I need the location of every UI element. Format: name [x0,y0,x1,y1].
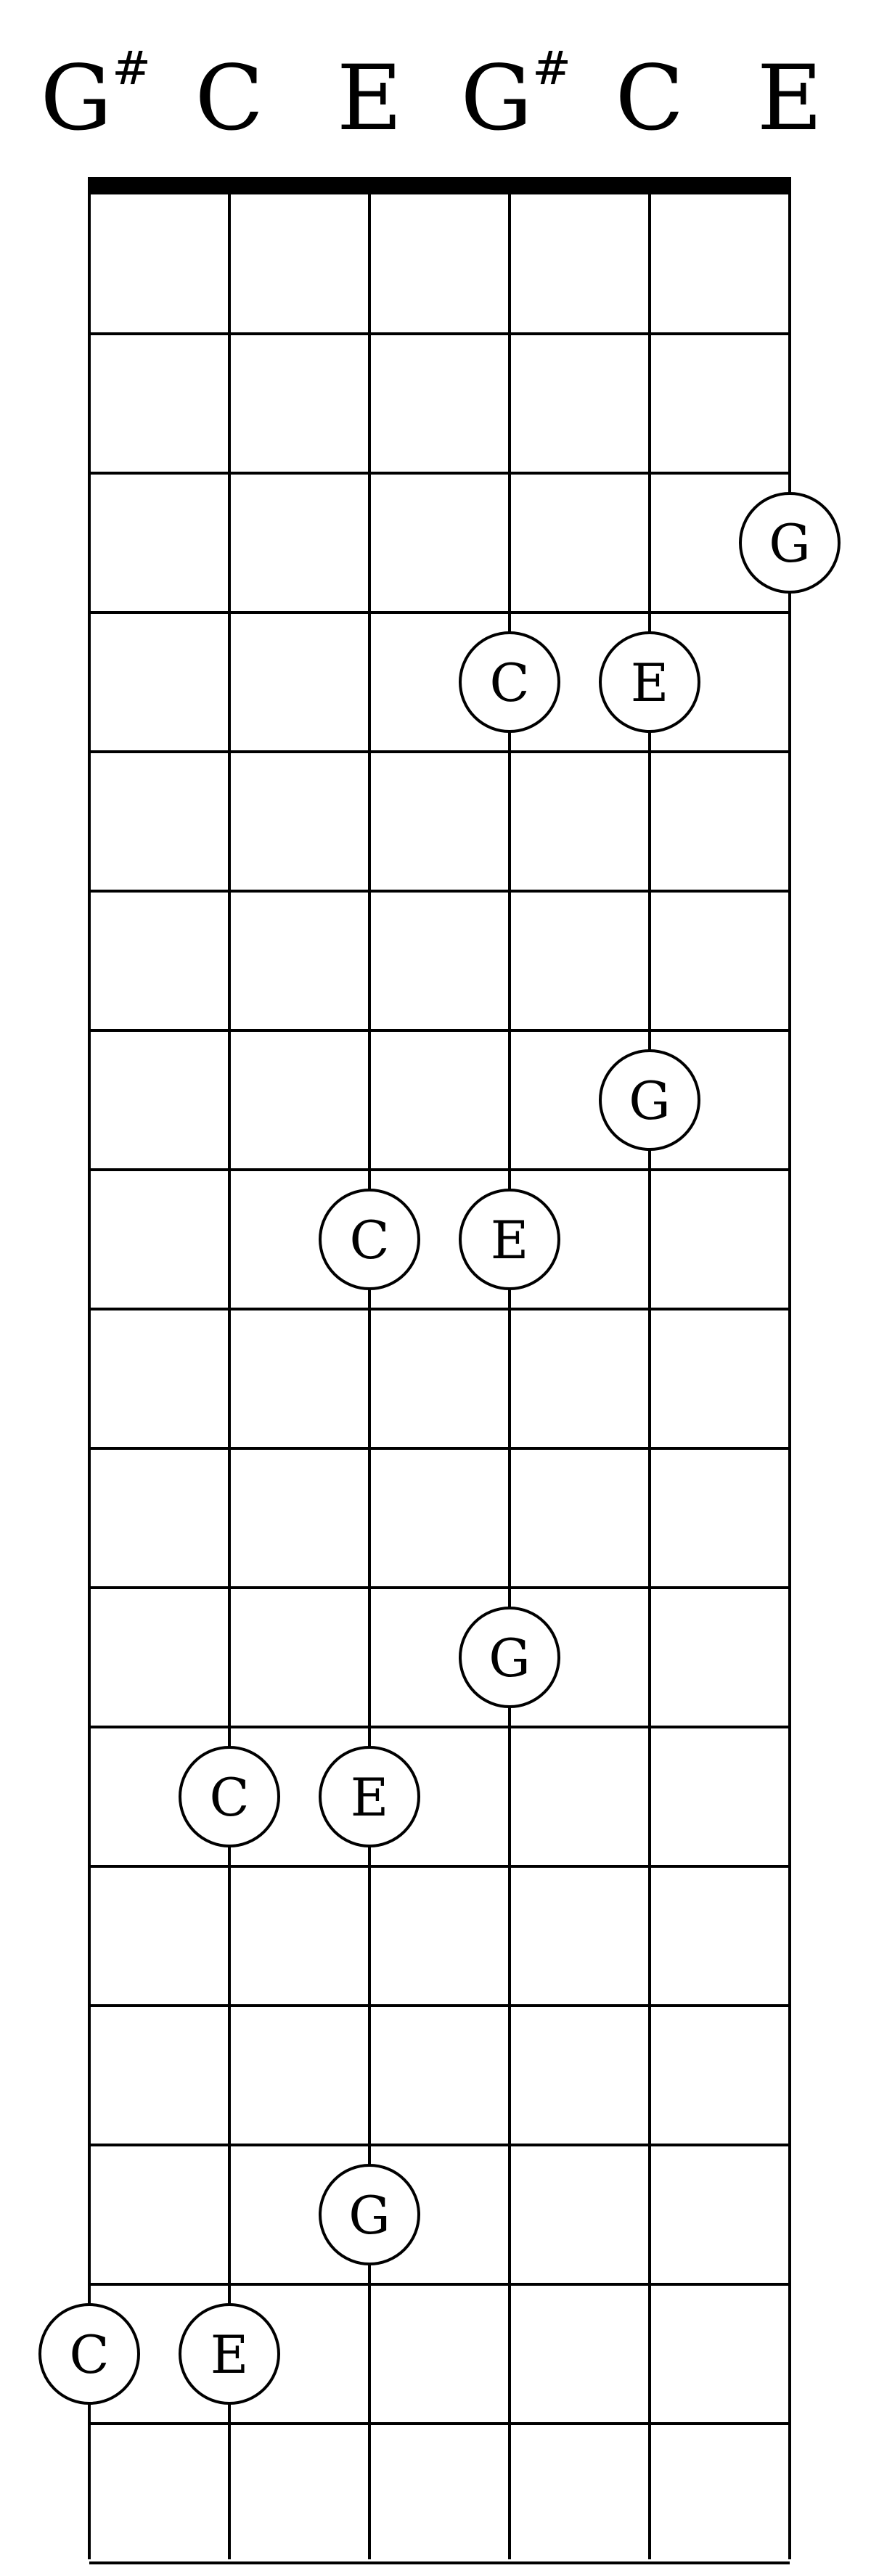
note-marker: C [179,1746,280,1847]
note-marker: E [599,631,700,733]
tuning-note: E [757,46,823,151]
note-marker: C [38,2303,140,2405]
note-circle [459,631,560,733]
tuning-note-letter: E [757,46,823,151]
note-label: G [348,2185,390,2246]
note-circle [319,2164,420,2265]
note-markers: G C E G C E G C E G C E [38,492,841,2405]
tuning-note: C [616,46,684,151]
note-marker: G [599,1049,700,1151]
note-marker: C [459,631,560,733]
note-circle [459,1189,560,1290]
note-marker: G [459,1607,560,1708]
note-label: C [349,1210,389,1271]
tuning-note-letter: E [337,46,403,151]
note-marker: G [739,492,841,594]
note-marker: E [179,2303,280,2405]
note-marker: E [459,1189,560,1290]
note-label: G [488,1628,531,1689]
tuning-note-letter: C [195,46,264,151]
tuning-note-letter: G [40,46,112,151]
note-circle [319,1189,420,1290]
fret-grid [88,177,791,2564]
note-label: E [210,2324,249,2385]
note-label: C [489,652,529,713]
note-circle [179,2303,280,2405]
note-circle [179,1746,280,1847]
note-label: E [631,652,669,713]
note-label: E [491,1210,529,1271]
note-circle [38,2303,140,2405]
tuning-note: C [195,46,264,151]
note-circle [459,1607,560,1708]
note-label: C [209,1767,249,1828]
tuning-sharp-sign: # [532,42,571,96]
note-circle [319,1746,420,1847]
note-circle [599,1049,700,1151]
note-circle [739,492,841,594]
note-label: C [69,2324,109,2385]
note-circle [599,631,700,733]
note-marker: G [319,2164,420,2265]
note-marker: E [319,1746,420,1847]
tuning-note: E [337,46,403,151]
note-marker: C [319,1189,420,1290]
note-label: G [629,1070,671,1131]
tuning-note: G# [460,42,571,151]
tuning-note-letter: G [460,46,532,151]
tuning-sharp-sign: # [112,42,151,96]
nut-bar [88,177,791,194]
tuning-note: G# [40,42,150,151]
tuning-note-letter: C [616,46,684,151]
note-label: E [351,1767,389,1828]
note-label: G [769,513,811,574]
